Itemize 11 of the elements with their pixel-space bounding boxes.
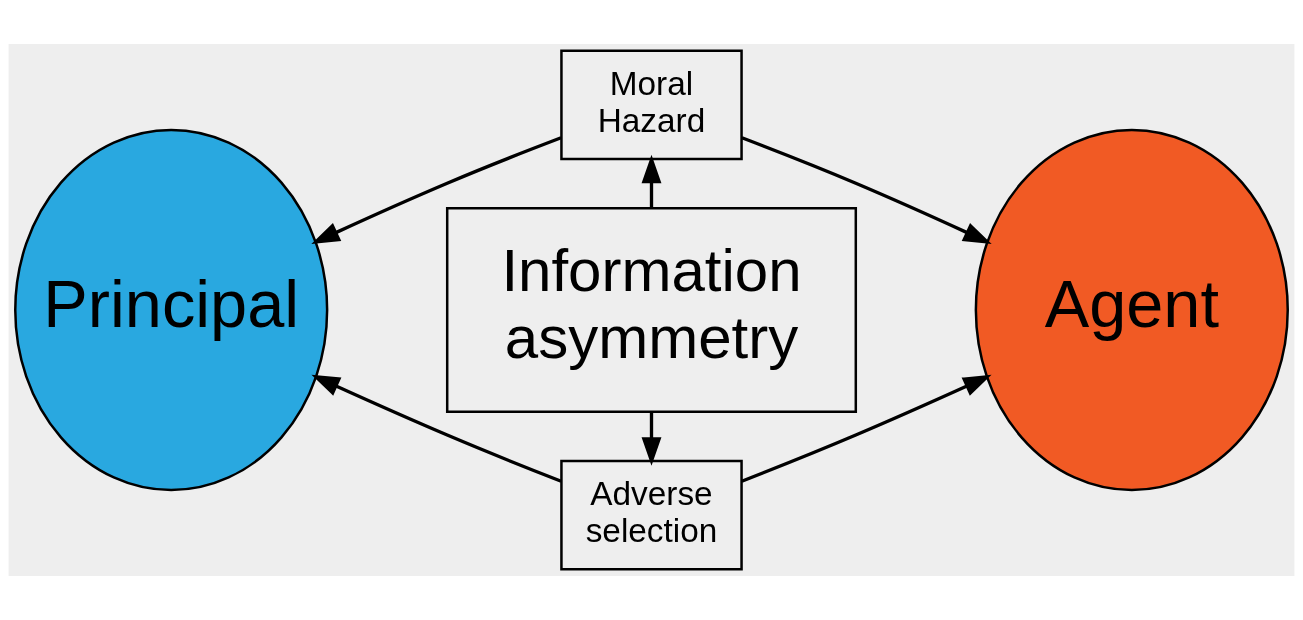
arrow xyxy=(311,374,562,483)
arrow xyxy=(641,154,662,209)
arrow xyxy=(641,411,662,466)
node-box: Moral Hazard xyxy=(560,49,743,161)
node-ellipse: Agent xyxy=(974,128,1289,492)
node-box: Information asymmetry xyxy=(445,207,858,413)
arrow xyxy=(741,136,992,244)
node-ellipse: Principal xyxy=(14,128,329,492)
arrow xyxy=(311,136,562,244)
node-box: Adverse selection xyxy=(560,459,743,571)
arrow xyxy=(741,374,992,483)
